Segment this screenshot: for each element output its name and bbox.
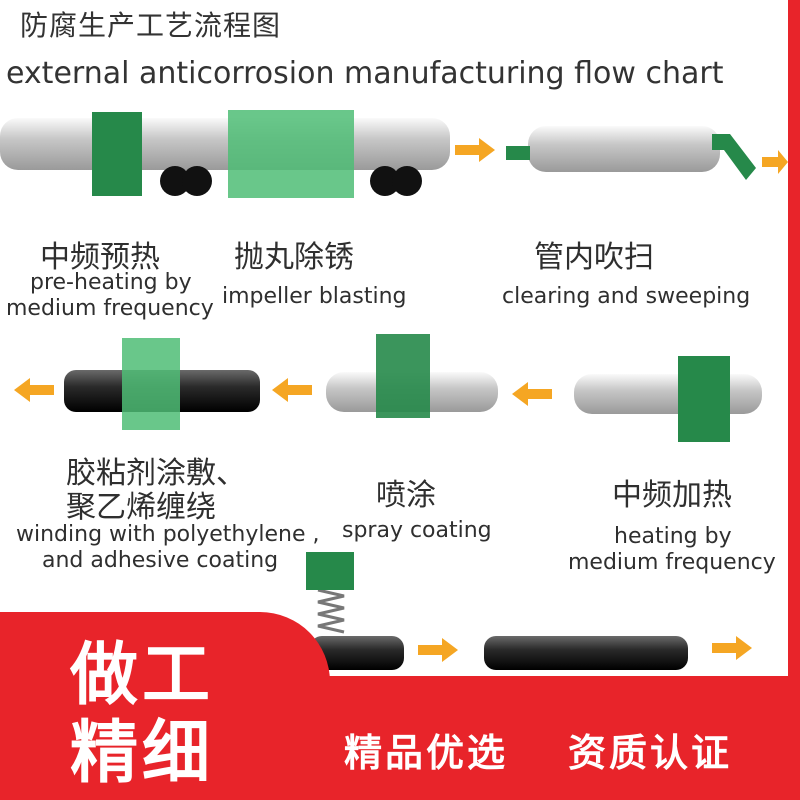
step-2-cn: 抛丸除锈 bbox=[234, 240, 354, 275]
step-1-en-line2: medium frequency bbox=[6, 296, 214, 321]
quality-badge: 做工 精细 bbox=[0, 612, 330, 800]
slogan-quality: 精品优选 bbox=[344, 731, 509, 775]
step-2-en: impeller blasting bbox=[222, 284, 407, 309]
arrow-right-2 bbox=[762, 150, 788, 174]
arrow-right-1 bbox=[455, 138, 495, 162]
step-6-en-line1: winding with polyethylene , bbox=[16, 522, 320, 547]
spring-coil bbox=[317, 590, 345, 634]
step-4-en-line2: medium frequency bbox=[568, 550, 776, 575]
step-6-en-line2: and adhesive coating bbox=[42, 548, 279, 573]
step-4-cn: 中频加热 bbox=[612, 478, 732, 513]
step-5-en: spray coating bbox=[342, 518, 492, 543]
badge-line1: 做工 bbox=[70, 636, 215, 715]
arrow-left-3 bbox=[512, 382, 552, 406]
step-4-en-line1: heating by bbox=[614, 524, 732, 549]
arrow-left-2 bbox=[272, 378, 312, 402]
pipe-row3-finished bbox=[484, 636, 688, 670]
step-3-en: clearing and sweeping bbox=[502, 284, 751, 309]
step-6-cn-line2: 聚乙烯缠绕 bbox=[66, 490, 216, 525]
green-nozzle-right bbox=[712, 134, 756, 180]
pipe-row1-right bbox=[528, 126, 720, 172]
arrow-left-1 bbox=[14, 378, 54, 402]
arrow-right-4 bbox=[712, 636, 752, 660]
step-1-cn: 中频预热 bbox=[40, 240, 160, 275]
title-chinese: 防腐生产工艺流程图 bbox=[20, 9, 282, 42]
cutting-machine bbox=[306, 552, 354, 590]
green-heater-box-2 bbox=[678, 356, 730, 442]
step-6-cn-line1: 胶粘剂涂敷、 bbox=[66, 456, 246, 491]
step-1-en-line1: pre-heating by bbox=[30, 270, 192, 295]
wheel-4 bbox=[392, 166, 422, 196]
arrow-right-3 bbox=[418, 638, 458, 662]
blasting-chamber bbox=[228, 110, 354, 198]
title-english: external anticorrosion manufacturing flo… bbox=[6, 56, 724, 91]
slogan-certified: 资质认证 bbox=[568, 731, 733, 775]
step-3-cn: 管内吹扫 bbox=[534, 240, 654, 275]
wheel-2 bbox=[182, 166, 212, 196]
wrapping-station bbox=[122, 338, 180, 430]
flow-chart-panel: 防腐生产工艺流程图 external anticorrosion manufac… bbox=[0, 0, 788, 676]
spray-booth bbox=[376, 334, 430, 418]
badge-line2: 精细 bbox=[70, 714, 215, 793]
pipe-row1-left bbox=[0, 118, 450, 170]
step-5-cn: 喷涂 bbox=[376, 478, 436, 513]
green-nozzle-left bbox=[506, 146, 530, 160]
green-heater-box-1 bbox=[92, 112, 142, 196]
pipe-row2-right bbox=[574, 374, 762, 414]
